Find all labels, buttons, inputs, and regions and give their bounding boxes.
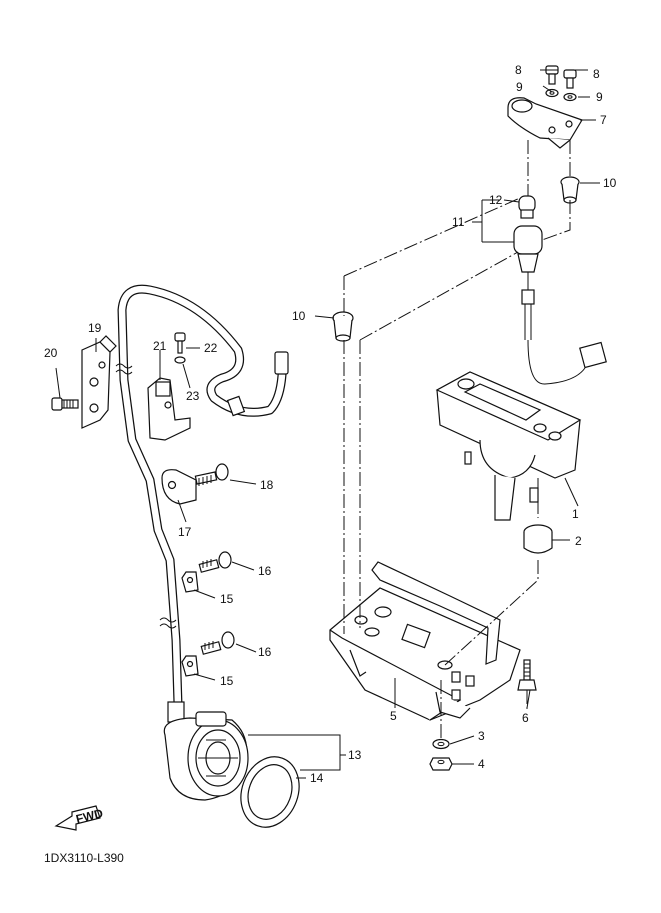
clamp-15-lower (181, 655, 199, 677)
bolt-8-left (545, 65, 559, 85)
callout-11: 11 (452, 215, 465, 229)
callout-20: 20 (44, 346, 58, 360)
assembly-lines (343, 140, 571, 740)
callout-13: 13 (348, 748, 362, 762)
callout-18: 18 (260, 478, 274, 492)
callout-7: 7 (600, 113, 607, 127)
callout-9-right: 9 (596, 90, 603, 104)
oil-seal-14 (240, 756, 300, 828)
washer-3 (432, 738, 450, 750)
callout-3: 3 (478, 729, 485, 743)
callout-labels: 1 2 3 4 5 6 7 8 8 9 9 10 10 11 12 13 14 … (44, 63, 617, 785)
callout-19: 19 (88, 321, 102, 335)
washer-9-left (545, 88, 559, 98)
callout-23: 23 (186, 389, 200, 403)
diagram-code: 1DX3110-L390 (44, 851, 124, 865)
callout-8-right: 8 (593, 67, 600, 81)
callout-16-lower: 16 (258, 645, 272, 659)
damper-10-right (560, 176, 580, 204)
wire-harness (115, 284, 289, 740)
bracket-7 (507, 97, 583, 149)
screw-16-lower (200, 631, 235, 655)
callout-12: 12 (489, 193, 503, 207)
callout-15-upper: 15 (220, 592, 234, 606)
callout-10-left: 10 (292, 309, 306, 323)
bolt-20 (51, 397, 79, 411)
callout-6: 6 (522, 711, 529, 725)
callout-1: 1 (572, 507, 579, 521)
screw-18 (194, 463, 229, 486)
washer-9-right (563, 92, 577, 102)
fwd-label: FWD (74, 806, 104, 826)
clamp-17 (161, 469, 197, 505)
nut-4 (429, 757, 453, 771)
callout-10-right: 10 (603, 176, 617, 190)
socket-11 (513, 225, 543, 340)
callout-17: 17 (178, 525, 192, 539)
bolt-8-right (563, 69, 577, 89)
bracket-5 (329, 561, 521, 721)
bulb-12 (518, 195, 536, 219)
callout-15-lower: 15 (220, 674, 234, 688)
speed-sensor-13 (163, 711, 249, 801)
callout-16-upper: 16 (258, 564, 272, 578)
grommet-2 (523, 524, 553, 554)
callout-22: 22 (204, 341, 218, 355)
washer-23 (174, 356, 186, 364)
damper-10-left (332, 311, 354, 342)
fwd-arrow-icon: FWD (54, 805, 105, 831)
callout-8-left: 8 (515, 63, 522, 77)
callout-4: 4 (478, 757, 485, 771)
meter-assembly-1 (435, 371, 582, 521)
callout-21: 21 (153, 339, 167, 353)
clamp-21 (147, 377, 191, 441)
screw-16-upper (198, 551, 232, 573)
callout-5: 5 (390, 709, 397, 723)
clamp-15-upper (181, 571, 199, 593)
bolt-6 (517, 659, 537, 691)
callout-2: 2 (575, 534, 582, 548)
callout-14: 14 (310, 771, 324, 785)
bracket-19 (81, 335, 117, 429)
meter-connector (527, 339, 607, 385)
leader-lines (55, 69, 600, 779)
callout-9-left: 9 (516, 80, 523, 94)
screw-22 (174, 332, 186, 354)
